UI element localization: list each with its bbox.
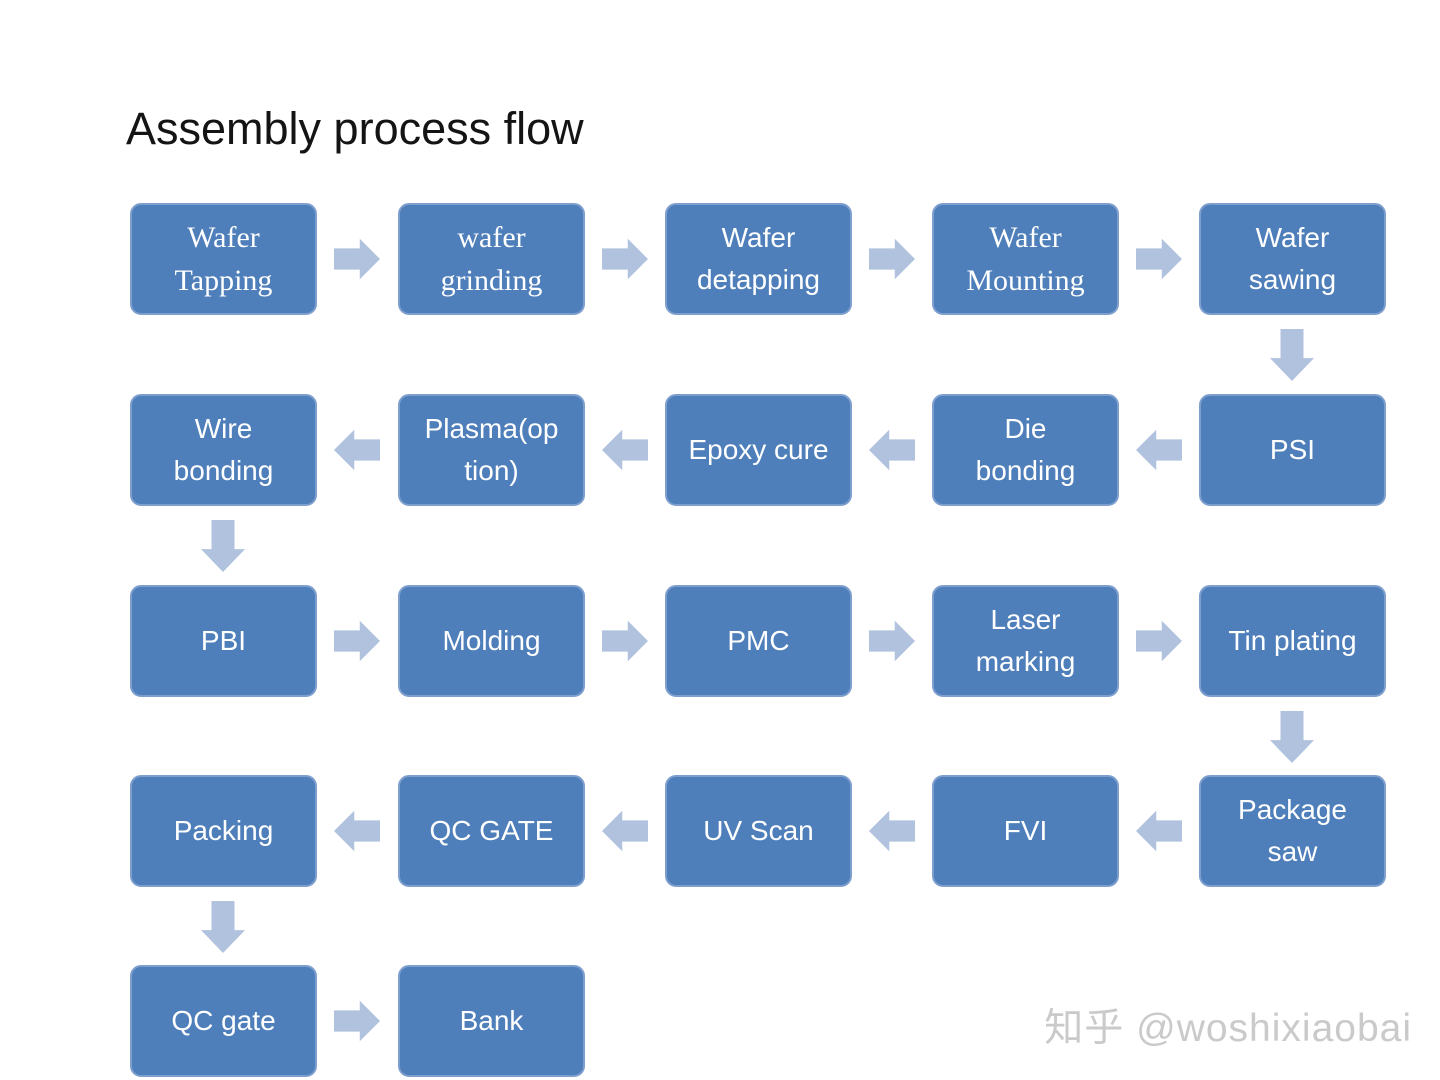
arrow-right-icon <box>869 238 915 280</box>
process-box-qc-gate-2: QC gate <box>130 965 317 1077</box>
process-box-wafer-tapping: Wafer Tapping <box>130 203 317 315</box>
process-box-qc-gate-1: QC GATE <box>398 775 585 887</box>
arrow-left-icon <box>334 810 380 852</box>
process-box-pmc: PMC <box>665 585 852 697</box>
process-box-molding: Molding <box>398 585 585 697</box>
process-box-laser-marking: Laser marking <box>932 585 1119 697</box>
arrow-right-icon <box>334 620 380 662</box>
process-box-psi: PSI <box>1199 394 1386 506</box>
process-box-tin-plating: Tin plating <box>1199 585 1386 697</box>
process-box-epoxy-cure: Epoxy cure <box>665 394 852 506</box>
arrow-left-icon <box>869 810 915 852</box>
arrow-left-icon <box>1136 810 1182 852</box>
process-box-plasma: Plasma(op tion) <box>398 394 585 506</box>
process-box-wire-bonding: Wire bonding <box>130 394 317 506</box>
arrow-left-icon <box>869 429 915 471</box>
process-box-wafer-detapping: Wafer detapping <box>665 203 852 315</box>
process-box-wafer-mounting: Wafer Mounting <box>932 203 1119 315</box>
process-box-package-saw: Package saw <box>1199 775 1386 887</box>
arrow-right-icon <box>334 1000 380 1042</box>
arrow-left-icon <box>334 429 380 471</box>
arrow-right-icon <box>869 620 915 662</box>
arrow-down-icon <box>201 901 245 953</box>
process-box-wafer-grinding: wafer grinding <box>398 203 585 315</box>
arrow-down-icon <box>1270 329 1314 381</box>
arrow-right-icon <box>334 238 380 280</box>
arrow-left-icon <box>1136 429 1182 471</box>
process-box-bank: Bank <box>398 965 585 1077</box>
watermark: 知乎 @woshixiaobai <box>1044 1007 1412 1050</box>
page-title: Assembly process flow <box>126 103 584 154</box>
arrow-right-icon <box>1136 238 1182 280</box>
process-box-wafer-sawing: Wafer sawing <box>1199 203 1386 315</box>
process-box-fvi: FVI <box>932 775 1119 887</box>
arrow-right-icon <box>1136 620 1182 662</box>
arrow-down-icon <box>201 520 245 572</box>
process-box-pbi: PBI <box>130 585 317 697</box>
process-box-uv-scan: UV Scan <box>665 775 852 887</box>
arrow-left-icon <box>602 810 648 852</box>
arrow-right-icon <box>602 238 648 280</box>
process-box-die-bonding: Die bonding <box>932 394 1119 506</box>
arrow-left-icon <box>602 429 648 471</box>
arrow-down-icon <box>1270 711 1314 763</box>
arrow-right-icon <box>602 620 648 662</box>
process-box-packing: Packing <box>130 775 317 887</box>
